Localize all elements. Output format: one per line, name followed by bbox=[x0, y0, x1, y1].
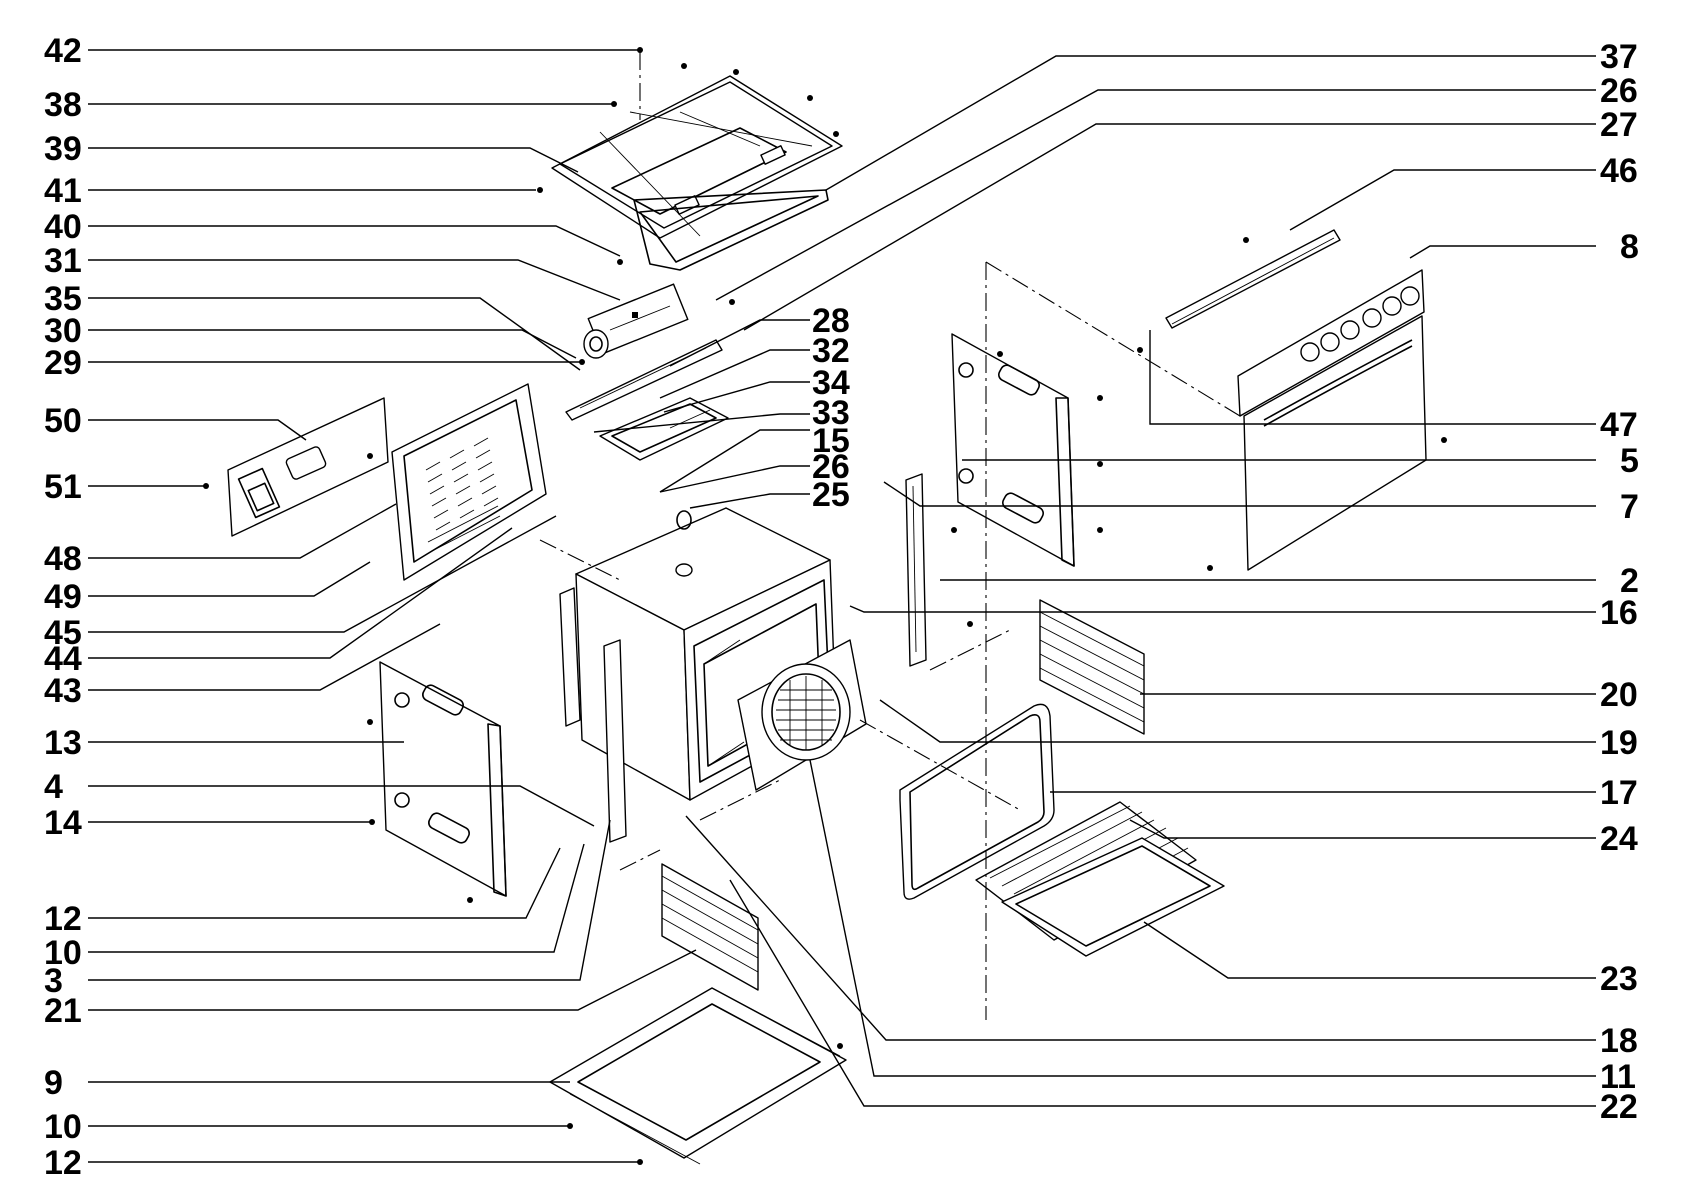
callout-label: 45 bbox=[44, 614, 82, 652]
callout-label: 32 bbox=[812, 332, 850, 370]
callout-label: 35 bbox=[44, 280, 82, 318]
callout-label: 16 bbox=[1600, 594, 1638, 632]
callout-label: 33 bbox=[812, 394, 850, 432]
callout-label: 30 bbox=[44, 312, 82, 350]
callouts-center: 28 32 34 33 15 26 25 bbox=[812, 302, 850, 514]
baking-tray bbox=[1001, 837, 1225, 957]
callout-label: 3 bbox=[44, 962, 63, 1000]
callout-label: 7 bbox=[1620, 488, 1639, 526]
callout-label: 20 bbox=[1600, 676, 1638, 714]
callout-label: 26 bbox=[812, 448, 850, 486]
callout-label: 50 bbox=[44, 402, 82, 440]
leader-lines bbox=[88, 49, 1596, 1163]
callout-label: 18 bbox=[1600, 1022, 1638, 1060]
shelf-guides bbox=[661, 599, 1145, 991]
screws bbox=[203, 47, 1447, 1165]
callout-label: 39 bbox=[44, 130, 82, 168]
top-cover bbox=[551, 75, 843, 271]
callout-label: 23 bbox=[1600, 960, 1638, 998]
callout-label: 25 bbox=[812, 476, 850, 514]
callout-label: 10 bbox=[44, 934, 82, 972]
rear-panel bbox=[391, 383, 547, 581]
callout-label: 37 bbox=[1600, 38, 1638, 76]
callout-label: 40 bbox=[44, 208, 82, 246]
left-side-panel bbox=[379, 661, 507, 897]
rear-panel-small bbox=[227, 397, 389, 537]
callout-label: 48 bbox=[44, 540, 82, 578]
callout-label: 43 bbox=[44, 672, 82, 710]
callout-label: 27 bbox=[1600, 106, 1638, 144]
callout-label: 49 bbox=[44, 578, 82, 616]
oven-cavity bbox=[575, 507, 867, 801]
callout-label: 22 bbox=[1600, 1088, 1638, 1126]
callout-label: 13 bbox=[44, 724, 82, 762]
callout-label: 11 bbox=[1600, 1058, 1636, 1096]
callout-label: 34 bbox=[812, 364, 850, 402]
callout-label: 46 bbox=[1600, 152, 1638, 190]
callout-label: 12 bbox=[44, 900, 82, 938]
door-gasket bbox=[899, 703, 1055, 900]
callout-label: 29 bbox=[44, 344, 82, 382]
right-side-panel bbox=[951, 333, 1075, 567]
callout-label: 12 bbox=[44, 1144, 82, 1182]
bottom-panel bbox=[549, 987, 847, 1165]
callout-label: 15 bbox=[812, 422, 850, 460]
callout-label: 47 bbox=[1600, 406, 1638, 444]
callout-label: 21 bbox=[44, 992, 82, 1030]
control-panel bbox=[1165, 229, 1425, 417]
callout-label: 28 bbox=[812, 302, 850, 340]
center-lines bbox=[539, 52, 1241, 1020]
callout-label: 42 bbox=[44, 32, 82, 70]
callout-label: 5 bbox=[1620, 442, 1639, 480]
callout-label: 24 bbox=[1600, 820, 1638, 858]
callouts-left: 42 38 39 41 40 31 35 30 29 50 51 48 49 4… bbox=[44, 32, 82, 1182]
callout-label: 51 bbox=[44, 468, 82, 506]
callout-label: 4 bbox=[44, 768, 63, 806]
callout-label: 14 bbox=[44, 804, 82, 842]
callout-label: 17 bbox=[1600, 774, 1638, 812]
callout-label: 38 bbox=[44, 86, 82, 124]
callout-label: 31 bbox=[44, 242, 82, 280]
callout-label: 2 bbox=[1620, 562, 1639, 600]
callout-label: 19 bbox=[1600, 724, 1638, 762]
callout-label: 41 bbox=[44, 172, 82, 210]
callout-label: 8 bbox=[1620, 228, 1639, 266]
callout-label: 26 bbox=[1600, 72, 1638, 110]
side-rails bbox=[559, 473, 927, 843]
callouts-right: 37 26 27 46 8 47 5 7 2 16 20 19 17 24 23… bbox=[1600, 38, 1639, 1126]
heater-plate bbox=[599, 397, 729, 461]
callout-label: 10 bbox=[44, 1108, 82, 1146]
callout-label: 9 bbox=[44, 1064, 63, 1102]
callout-label: 44 bbox=[44, 640, 82, 678]
